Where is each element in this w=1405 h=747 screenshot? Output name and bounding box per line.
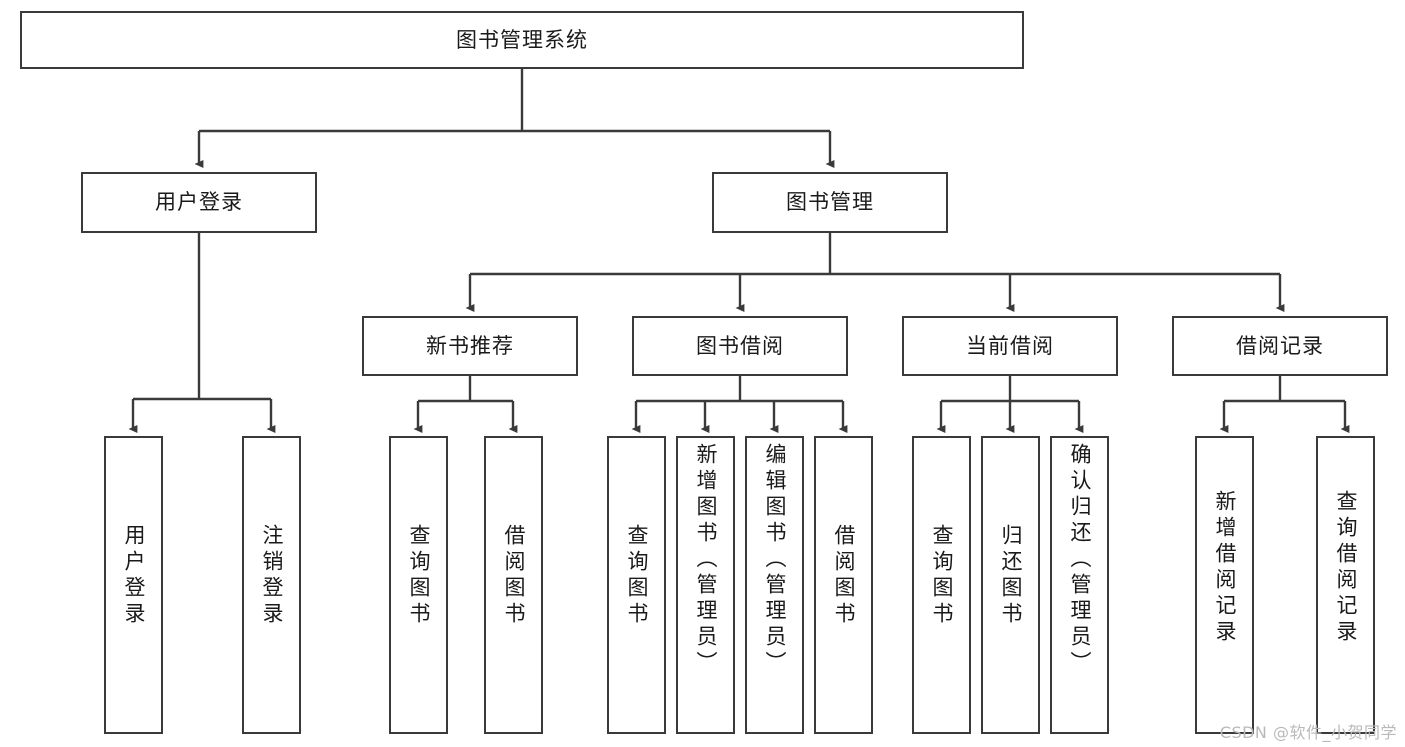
node-label: 新增借阅记录 xyxy=(1213,490,1237,646)
leaf-records-add-borrow-record[interactable]: 新增借阅记录 xyxy=(1195,436,1254,734)
node-book-management[interactable]: 图书管理 xyxy=(712,172,948,233)
node-label: 归还图书 xyxy=(999,524,1023,628)
node-label: 图书管理 xyxy=(786,190,874,215)
leaf-new-book-borrow-book[interactable]: 借阅图书 xyxy=(484,436,543,734)
leaf-current-borrow-confirm-return-admin[interactable]: 确认归还（管理员） xyxy=(1050,436,1109,734)
node-label: 图书管理系统 xyxy=(456,27,588,52)
node-label: 查询图书 xyxy=(930,524,954,628)
node-label: 借阅图书 xyxy=(832,524,856,628)
leaf-new-book-query-book[interactable]: 查询图书 xyxy=(389,436,448,734)
node-label: 新书推荐 xyxy=(426,333,514,358)
node-root-book-management-system[interactable]: 图书管理系统 xyxy=(20,11,1024,69)
node-book-borrow[interactable]: 图书借阅 xyxy=(632,316,848,376)
node-label: 借阅记录 xyxy=(1236,333,1324,358)
node-label: 查询借阅记录 xyxy=(1334,490,1358,646)
leaf-book-borrow-borrow-book[interactable]: 借阅图书 xyxy=(814,436,873,734)
leaf-book-borrow-add-book-admin[interactable]: 新增图书（管理员） xyxy=(676,436,735,734)
node-label: 新增图书（管理员） xyxy=(694,443,718,677)
node-label: 注销登录 xyxy=(260,524,284,628)
node-label: 查询图书 xyxy=(407,524,431,628)
node-current-borrow[interactable]: 当前借阅 xyxy=(902,316,1118,376)
node-label: 确认归还（管理员） xyxy=(1068,443,1092,677)
leaf-book-borrow-query-book[interactable]: 查询图书 xyxy=(607,436,666,734)
leaf-user-login-logout[interactable]: 注销登录 xyxy=(242,436,301,734)
node-label: 借阅图书 xyxy=(502,524,526,628)
node-label: 当前借阅 xyxy=(966,333,1054,358)
watermark-text: CSDN @软件_小贺同学 xyxy=(1219,723,1397,742)
node-label: 查询图书 xyxy=(625,524,649,628)
leaf-book-borrow-edit-book-admin[interactable]: 编辑图书（管理员） xyxy=(745,436,804,734)
node-borrow-records[interactable]: 借阅记录 xyxy=(1172,316,1388,376)
node-new-book-recommend[interactable]: 新书推荐 xyxy=(362,316,578,376)
node-label: 编辑图书（管理员） xyxy=(763,443,787,677)
leaf-current-borrow-return-book[interactable]: 归还图书 xyxy=(981,436,1040,734)
leaf-current-borrow-query-book[interactable]: 查询图书 xyxy=(912,436,971,734)
node-label: 用户登录 xyxy=(155,190,243,215)
leaf-records-query-borrow-record[interactable]: 查询借阅记录 xyxy=(1316,436,1375,734)
node-label: 用户登录 xyxy=(122,524,146,628)
node-user-login[interactable]: 用户登录 xyxy=(81,172,317,233)
leaf-user-login-login[interactable]: 用户登录 xyxy=(104,436,163,734)
node-label: 图书借阅 xyxy=(696,333,784,358)
